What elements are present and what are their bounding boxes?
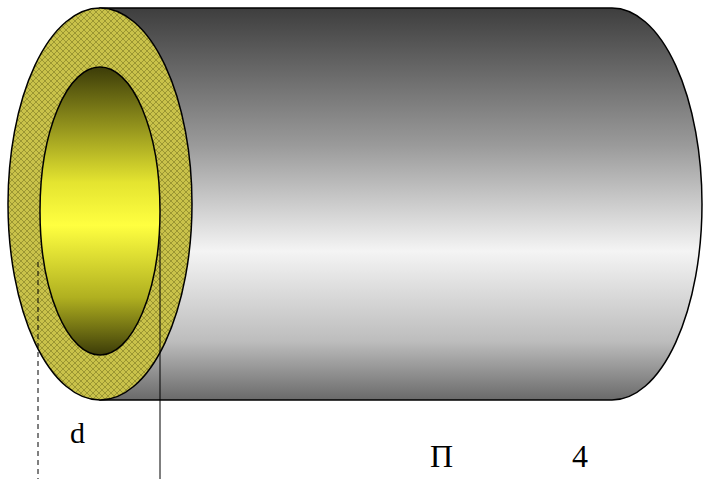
dimension-line <box>160 236 161 479</box>
caption-fragment: П <box>430 440 453 472</box>
dimension-label: d <box>70 418 85 448</box>
caption-fragment: 4 <box>572 440 588 472</box>
dimension-line <box>38 262 39 479</box>
tube-bore <box>40 67 160 355</box>
tube-wall <box>8 8 192 400</box>
